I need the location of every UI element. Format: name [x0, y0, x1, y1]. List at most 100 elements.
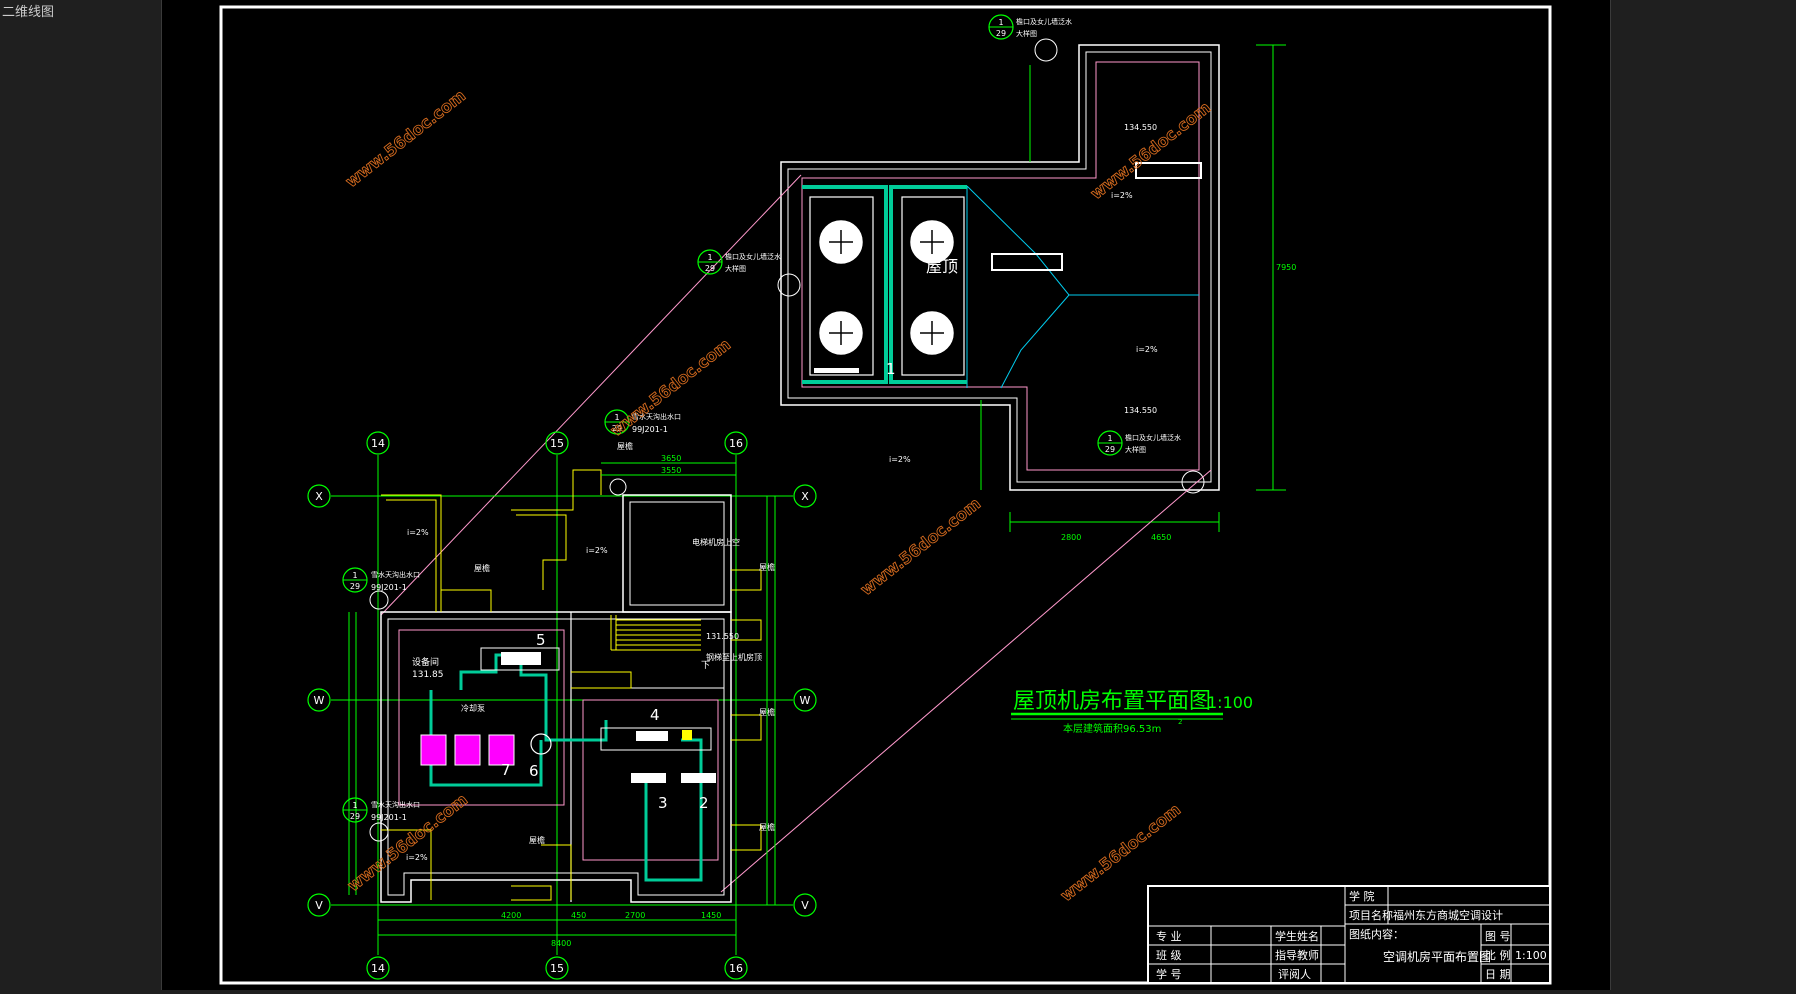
ref-sheet: 29	[996, 29, 1006, 38]
axis-label: X	[801, 490, 809, 503]
sheet-no-label: 图 号	[1485, 930, 1511, 943]
cooling-tower-frame-1	[809, 196, 874, 376]
elevation-label: 134.550	[1124, 406, 1157, 415]
slope-label: i=2%	[586, 546, 608, 555]
ref-num: 1	[707, 253, 712, 262]
drawing-title: 屋顶机房布置平面图	[1013, 689, 1211, 714]
room-walls	[380, 611, 732, 903]
elevation-label: 134.550	[1124, 123, 1157, 132]
ref-text: 99J201-1	[371, 813, 407, 822]
projection-lines	[380, 174, 1212, 893]
equip-number: 3	[658, 794, 668, 812]
ref-num: 1	[352, 801, 357, 810]
title-block-frame	[1147, 885, 1551, 984]
axis-labels: 14 15 16 14 15 16 X W V X W V	[314, 437, 811, 975]
dim-label: 7950	[1276, 263, 1296, 272]
room-equipment-outline	[398, 629, 565, 806]
major-label: 专 业	[1156, 929, 1182, 943]
title-block: 学 院 项目名称 福州东方商城空调设计 图纸内容： 空调机房平面布置图 专 业 …	[1147, 885, 1551, 984]
drain-marker	[777, 273, 801, 297]
axis-label: W	[314, 694, 325, 707]
ref-text: 99J201-1	[632, 425, 668, 434]
slope-label: i=2%	[1136, 345, 1158, 354]
pump-label: 冷却泵	[461, 703, 485, 713]
pipes	[429, 653, 703, 882]
machine-room-plan: 14 15 16 14 15 16 X W V X W V 电梯机房上空	[307, 431, 911, 980]
window-tab-title[interactable]: 二维线图	[2, 5, 55, 20]
equip-number: 7	[501, 761, 511, 779]
dim-label: 3550	[661, 466, 681, 475]
ref-text: 雪水天沟出水口	[371, 800, 420, 809]
room-label: 设备间	[412, 656, 439, 668]
roof-dimensions	[980, 44, 1286, 532]
equip-number-1: 1	[886, 360, 896, 378]
drawing-subtitle-sup: 2	[1178, 718, 1182, 726]
scale-value: 1:100	[1515, 949, 1547, 962]
equip-number: 5	[536, 631, 546, 649]
dim-label: 4650	[1151, 533, 1171, 542]
pipe-roof-2	[889, 185, 967, 384]
room-label: 电梯机房上空	[692, 537, 740, 547]
cooling-tower-frame-2	[901, 196, 965, 376]
chiller-body	[501, 652, 541, 665]
title-block-grid	[1148, 886, 1550, 983]
ref-sheet: 29	[612, 424, 622, 433]
slope-label: i=2%	[1111, 191, 1133, 200]
ref-sheet: 29	[705, 264, 715, 273]
axis-label: V	[315, 899, 323, 912]
axis-label: 15	[550, 437, 564, 450]
ref-text: 大样图	[1125, 445, 1146, 454]
ref-num: 1	[998, 18, 1003, 27]
axis-label: X	[315, 490, 323, 503]
project-value: 福州东方商城空调设计	[1393, 908, 1503, 922]
axis-label: 14	[371, 962, 385, 975]
roof-outline	[780, 44, 1220, 491]
drawing-frame	[219, 5, 1552, 985]
ref-text: 大样图	[725, 264, 746, 273]
title-block-text: 学 院 项目名称 福州东方商城空调设计 图纸内容： 空调机房平面布置图 专 业 …	[1156, 889, 1547, 981]
unit-body	[636, 731, 668, 741]
school-label: 学 院	[1349, 889, 1375, 903]
vent-box	[991, 253, 1063, 271]
valve	[682, 730, 692, 740]
ref-callouts: 1 29 檐口及女儿墙泛水 大样图 1 29 檐口及女儿墙泛水 大样图 1 29…	[342, 14, 1181, 823]
base-bar	[814, 368, 859, 373]
drain-marker	[1181, 470, 1205, 494]
axis-label: W	[800, 694, 811, 707]
ref-callout-4: 1 29 雪水天沟出水口 99J201-1	[604, 409, 681, 435]
scale-label: 比 例	[1485, 948, 1511, 962]
roof-plan: 屋顶 1 134.550 134.550 i=2% i=2% 7950 2800…	[777, 38, 1296, 542]
student-id-label: 学 号	[1156, 967, 1182, 981]
stair-note: 钢梯至上机房顶	[706, 652, 762, 662]
grid-axes	[331, 455, 793, 955]
equip-number: 2	[699, 794, 709, 812]
equip-numbers: 5 4 6 7 3 2	[501, 631, 709, 812]
top-bar: 二维线图	[0, 0, 1796, 20]
eave-label: 屋檐	[617, 441, 633, 451]
drain-marker	[609, 478, 627, 496]
content-label: 图纸内容：	[1349, 927, 1404, 941]
room-elev: 131.85	[412, 670, 444, 680]
ref-num: 1	[614, 413, 619, 422]
chiller-frame	[480, 647, 560, 671]
unit-frame	[600, 727, 712, 751]
ref-sheet: 29	[350, 582, 360, 591]
drain-marker	[369, 822, 389, 842]
ref-text: 檐口及女儿墙泛水	[725, 252, 781, 261]
panel-divider-right	[1610, 0, 1611, 990]
drain-marker	[369, 590, 389, 610]
parapet-line	[801, 61, 1200, 471]
content-value: 空调机房平面布置图	[1383, 949, 1491, 964]
dim-label: 1450	[701, 911, 721, 920]
ref-text: 99J201-1	[371, 583, 407, 592]
pump-3	[631, 773, 666, 783]
yellow-outlines	[381, 469, 762, 901]
down-label: 下	[701, 661, 710, 671]
equip-number: 6	[529, 762, 539, 780]
dim-label: 450	[571, 911, 586, 920]
ref-sheet: 29	[350, 812, 360, 821]
roof-label: 屋顶	[926, 257, 958, 276]
watermark: www.56doc.com	[1087, 98, 1214, 203]
axis-label: V	[801, 899, 809, 912]
cad-canvas[interactable]: 屋顶 1 134.550 134.550 i=2% i=2% 7950 2800…	[161, 0, 1611, 990]
